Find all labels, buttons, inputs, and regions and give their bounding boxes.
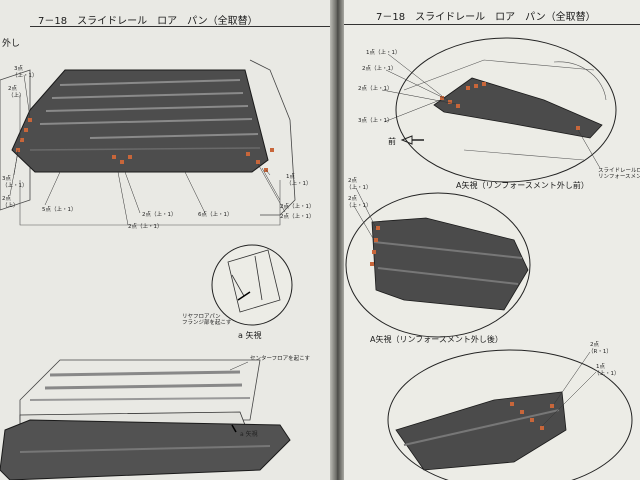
detail-a-caption: a 矢視 [238, 331, 262, 340]
left-page: 7－18 スライドレール ロア パン（全取替） 外し [0, 0, 330, 480]
right-header-rule [344, 24, 640, 25]
callout-r3: 2点（上・1） [358, 86, 393, 92]
caption-a-after: A矢視（リンフォースメント外し後） [370, 335, 503, 344]
detail-a-note: リヤフロアパン フランジ部を起こす [182, 314, 232, 326]
callout-c1-sub: （上・1） [12, 73, 38, 79]
callout-c3: 3点 [2, 176, 11, 182]
slide-rail-lower-pan-detail [371, 217, 529, 311]
callout-c1: 3点 [14, 66, 23, 72]
front-label: 前 [388, 137, 396, 146]
callout-c10: 2点（上・1） [280, 204, 315, 210]
callout-r8-sub: （上・1） [594, 371, 620, 377]
right-page-illustration [345, 37, 633, 480]
callout-c3-sub: （上・1） [2, 183, 28, 189]
center-floor-note: センターフロアを起こす [250, 356, 311, 362]
left-page-illustration [0, 59, 296, 480]
callout-r6: 2点 [348, 196, 357, 202]
detail-a-circle [211, 244, 293, 326]
book-gutter [330, 0, 344, 480]
left-header-rule [30, 26, 330, 27]
callout-r4: 3点（上・1） [358, 118, 393, 124]
callout-c2: 2点 [8, 86, 17, 92]
callout-r7-sub: （R・1） [588, 349, 612, 355]
callout-c6: 2点（上・1） [142, 212, 177, 218]
right-page: 7－18 スライドレール ロア パン（全取替） [344, 0, 640, 480]
callout-c9: 1点 [286, 174, 295, 180]
callout-r7: 2点 [590, 342, 599, 348]
callout-c11: 2点（上・1） [280, 214, 315, 220]
right-page-title: 7－18 スライドレール ロア パン（全取替） [376, 12, 596, 23]
slide-rail-reinforcement [433, 77, 603, 139]
callout-r1: 1点（上・1） [366, 50, 401, 56]
left-section-label: 外し [2, 39, 21, 49]
callout-c7: 6点（上・1） [198, 212, 233, 218]
left-page-title: 7－18 スライドレール ロア パン（全取替） [38, 16, 258, 27]
callout-r2: 2点（上・1） [362, 66, 397, 72]
a-arrow-label: a 矢視 [240, 431, 258, 438]
callout-c2-sub: （上） [8, 93, 25, 99]
callout-c5: 5点（上・1） [42, 207, 77, 213]
callout-r8: 1点 [596, 364, 605, 370]
callout-c8: 2点（上・1） [128, 224, 163, 230]
callout-r6-sub: （上・1） [346, 203, 372, 209]
callout-c9-sub: （上・1） [286, 181, 312, 187]
callout-c4-sub: （上） [2, 203, 19, 209]
callout-c4: 2点 [2, 196, 11, 202]
caption-a-before: A矢視（リンフォースメント外し前） [456, 181, 589, 190]
callout-r5-sub: （上・1） [346, 185, 372, 191]
callout-r5: 2点 [348, 178, 357, 184]
